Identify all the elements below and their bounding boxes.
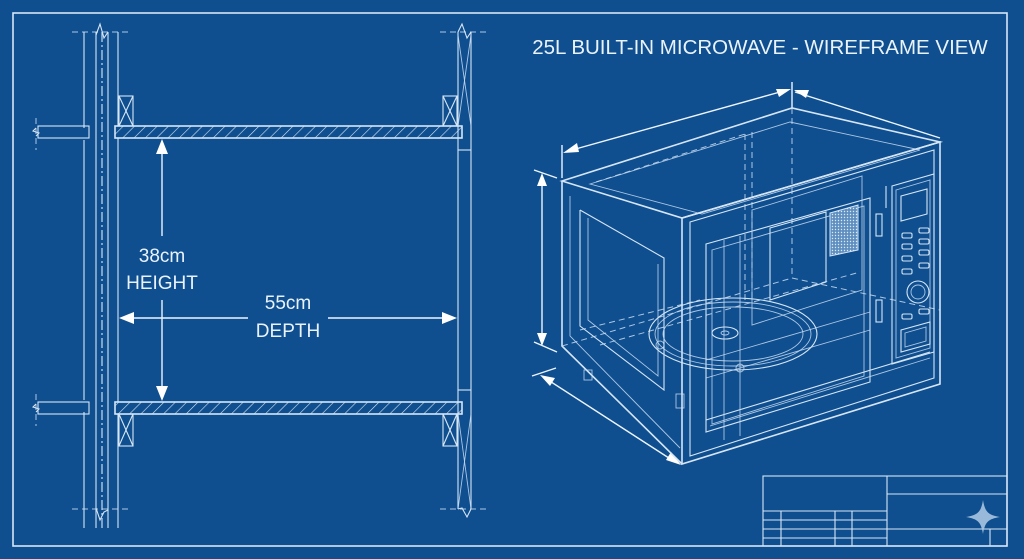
door-window — [705, 197, 871, 433]
depth-dimension: 55cm DEPTH — [119, 293, 457, 342]
depth-value: 55cm — [265, 293, 311, 314]
vent-grille — [829, 204, 859, 257]
title-block — [762, 475, 1008, 547]
cabinet-section: 38cm HEIGHT 55cm DEPTH — [31, 22, 490, 528]
turntable-coupler — [711, 326, 739, 340]
left-wall — [31, 22, 130, 528]
control-display — [900, 188, 928, 222]
control-buttons — [901, 227, 930, 320]
sparkle-icon — [966, 500, 1000, 534]
height-dimension: 38cm HEIGHT — [126, 139, 198, 401]
height-label: HEIGHT — [126, 273, 198, 294]
microwave-front-depth-dimension — [531, 367, 681, 465]
drawing-border — [12, 12, 1008, 547]
dial-knob — [906, 280, 930, 304]
upper-shelf — [114, 125, 463, 139]
microwave-front — [681, 140, 941, 466]
depth-label: DEPTH — [256, 321, 320, 342]
microwave-body — [559, 107, 944, 465]
door-release-button — [900, 321, 931, 353]
control-panel — [891, 173, 935, 365]
microwave-height-dimension — [533, 169, 558, 353]
cleats — [118, 95, 458, 447]
microwave-width-dimension — [561, 82, 793, 178]
drawing-title: 25L BUILT-IN MICROWAVE - WIREFRAME VIEW — [532, 36, 988, 59]
height-value: 38cm — [139, 246, 185, 267]
microwave-depth-dimension — [794, 90, 941, 139]
microwave-wireframe — [531, 82, 944, 466]
turntable — [648, 297, 818, 373]
lower-shelf — [114, 401, 463, 415]
right-wall — [440, 22, 490, 519]
